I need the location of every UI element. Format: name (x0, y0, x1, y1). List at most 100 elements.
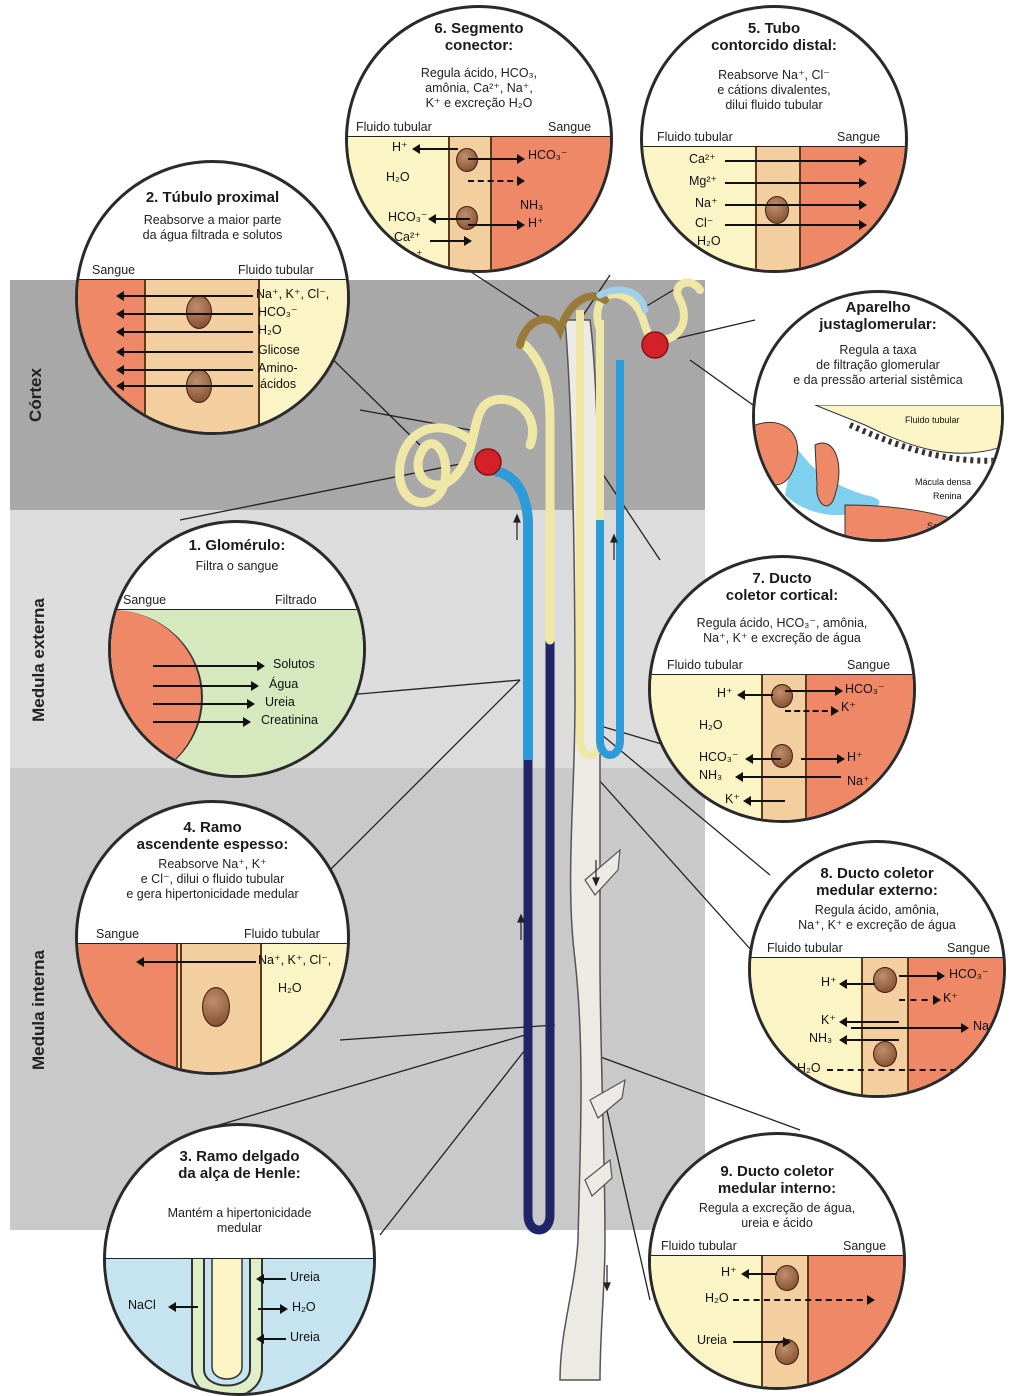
blood-header: Sangue (843, 1239, 886, 1253)
label-nh3: NH₃ (809, 1031, 832, 1046)
panel-description: Regula ácido, HCO₃⁻, amônia, Na⁺, K⁺ e e… (651, 616, 913, 646)
panel-description: Reabsorve Na⁺, K⁺ e Cl⁻, dilui o fluido … (78, 857, 347, 902)
label-na: Na⁺ (973, 1019, 996, 1034)
flux-arrow (118, 369, 253, 371)
connector-line (180, 462, 470, 520)
label-hco3: HCO₃⁻ (845, 682, 884, 697)
cell-nucleus (186, 295, 212, 329)
fluid-header: Fluido tubular (661, 1239, 737, 1253)
label-h: H⁺ (821, 975, 837, 990)
label-h2o: H₂O (292, 1300, 316, 1315)
label-urea: Ureia (290, 1270, 320, 1285)
flux-arrow (841, 1021, 899, 1023)
flux-arrow (118, 385, 253, 387)
connector-line (340, 1025, 555, 1040)
panel-description: Reabsorve Na⁺, Cl⁻ e cátions divalentes,… (643, 68, 905, 113)
flux-arrow (170, 1306, 198, 1308)
flux-arrow (725, 160, 865, 162)
panel-proximal-tubule: 2. Túbulo proximal Reabsorve a maior par… (75, 160, 350, 435)
flux-arrow (430, 240, 470, 242)
label-acids: ácidos (260, 377, 296, 392)
flux-arrow (745, 800, 785, 802)
label-h2o: H₂O (697, 234, 721, 249)
label-h-2: H⁺ (847, 750, 863, 765)
panel-inner-medullary-collecting-duct: 9. Ducto coletor medular interno: Regula… (648, 1132, 906, 1390)
fluid-header: Fluido tubular (244, 927, 320, 941)
label-na-k-cl: Na⁺, K⁺, Cl⁻, (256, 287, 329, 302)
flux-arrow (258, 1308, 286, 1310)
flux-arrow (468, 224, 523, 226)
flux-arrow (258, 1278, 286, 1280)
label-na: Na⁺ (400, 248, 423, 263)
panel-thin-limb: 3. Ramo delgado da alça de Henle: Mantém… (103, 1123, 376, 1396)
flux-arrow (841, 1039, 899, 1041)
label-na: Na⁺ (847, 774, 870, 789)
flux-arrow (153, 703, 253, 705)
label-nh3: NH₃ (699, 768, 722, 783)
flux-arrow (743, 1273, 777, 1275)
glomerulus-juxtamedullary (475, 449, 501, 475)
label-macula-densa: Mácula densa (915, 475, 971, 490)
panel-description: Regula a taxa de filtração glomerular e … (755, 343, 1001, 388)
label-renin: Renina (933, 489, 962, 504)
label-ca: Ca²⁺ (394, 230, 421, 245)
label-h-2: H⁺ (528, 216, 544, 231)
blood-header: Sangue (837, 130, 880, 144)
flux-arrow (899, 975, 943, 977)
cell-nucleus (771, 744, 793, 768)
panel-description: Regula a excreção de água, ureia e ácido (651, 1201, 903, 1231)
flux-arrow (785, 710, 837, 712)
flux-arrow (153, 721, 249, 723)
label-hco3: HCO₃⁻ (949, 967, 988, 982)
blood-area (801, 1256, 906, 1390)
connector-line (380, 1050, 525, 1235)
panel-connecting-segment: 6. Segmento conector: Regula ácido, HCO₃… (345, 5, 613, 273)
label-hco3-2: HCO₃⁻ (388, 210, 427, 225)
flux-arrow (801, 758, 843, 760)
blood-header: Sangue (947, 941, 990, 955)
blood-header: Sangue (123, 593, 166, 607)
label-hco3: HCO₃⁻ (528, 148, 567, 163)
panel-title: 7. Ducto coletor cortical: (651, 570, 913, 604)
flux-arrow (118, 313, 253, 315)
label-nacl: NaCl (128, 1298, 156, 1313)
label-k: K⁺ (841, 700, 856, 715)
flux-arrow (153, 665, 263, 667)
thick-ascending-limb-long (485, 470, 528, 760)
label-k-2: K⁺ (821, 1013, 836, 1028)
label-tubular-fluid: Fluido tubular (905, 413, 960, 428)
label-h2o: H₂O (278, 981, 302, 996)
flux-arrow (827, 1069, 977, 1071)
label-urea: Ureia (697, 1333, 727, 1348)
panel-title: 9. Ducto coletor medular interno: (651, 1163, 903, 1197)
flux-arrow (739, 694, 773, 696)
label-water: Água (269, 677, 298, 692)
cell-nucleus (873, 967, 897, 993)
blood-header: Sangue (548, 120, 591, 134)
panel-cortical-collecting-duct: 7. Ducto coletor cortical: Regula ácido,… (648, 555, 916, 823)
panel-description: Mantém a hipertonicidade medular (106, 1206, 373, 1236)
panel-title: 1. Glomérulo: (111, 537, 363, 554)
label-ca: Ca²⁺ (689, 152, 716, 167)
blood-header: Sangue (847, 658, 890, 672)
flux-arrow (153, 685, 257, 687)
panel-description: Filtra o sangue (111, 559, 363, 574)
flux-arrow (785, 690, 841, 692)
flux-arrow (851, 1027, 967, 1029)
connector-line (600, 470, 660, 560)
glomerulus-cortical (642, 332, 668, 358)
flux-arrow (468, 180, 523, 182)
panel-title: 8. Ducto coletor medular externo: (751, 865, 1003, 899)
panel-description: Regula ácido, HCO₃, amônia, Ca²⁺, Na⁺, K… (348, 66, 610, 111)
panel-title: 4. Ramo ascendente espesso: (78, 819, 347, 853)
panel-title: 5. Tubo contorcido distal: (643, 20, 905, 54)
connector-line (690, 360, 760, 410)
label-h2o: H₂O (258, 323, 282, 338)
flux-arrow (118, 331, 253, 333)
panel-juxtaglomerular-apparatus: Aparelho justaglomerular: Regula a taxa … (752, 290, 1004, 542)
blood-header: Sangue (92, 263, 135, 277)
flux-arrow (725, 182, 865, 184)
flux-arrow (725, 204, 865, 206)
label-h2o: H₂O (705, 1291, 729, 1306)
